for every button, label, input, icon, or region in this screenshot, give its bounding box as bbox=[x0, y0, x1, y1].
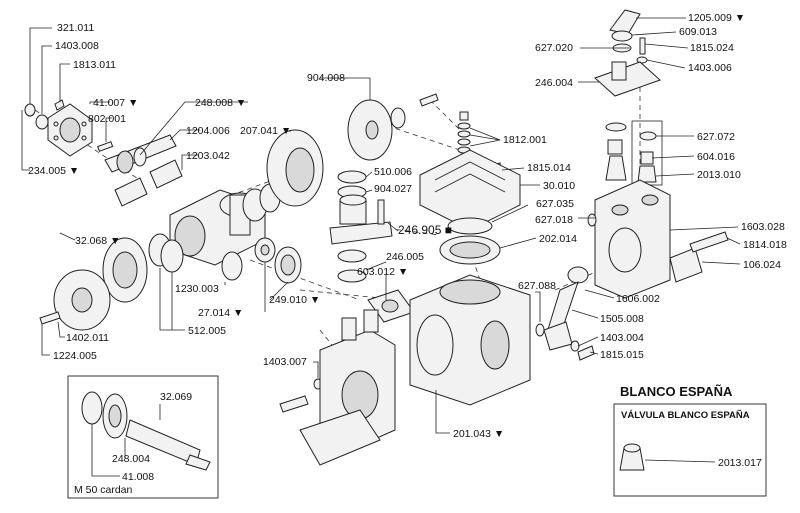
head-parts bbox=[409, 111, 531, 406]
label-248-004: 248.004 bbox=[112, 453, 150, 465]
label-1205-009: 1205.009 ▼ bbox=[688, 12, 745, 24]
label-627-072: 627.072 bbox=[697, 131, 735, 143]
label-1402-011: 1402.011 bbox=[66, 332, 109, 344]
label-904-027: 904.027 bbox=[374, 183, 412, 195]
oring-627-072 bbox=[639, 131, 657, 141]
label-627-018: 627.018 bbox=[535, 214, 573, 226]
label-41-007: 41.007 ▼ bbox=[93, 97, 138, 109]
label-1230-003: 1230.003 bbox=[175, 283, 219, 295]
label-627-088: 627.088 bbox=[518, 280, 556, 292]
label-1606-002: 1606.002 bbox=[616, 293, 660, 305]
label-2013-017: 2013.017 bbox=[718, 457, 762, 469]
valve-604-016 bbox=[640, 151, 654, 165]
label-30-010: 30.010 bbox=[543, 180, 575, 192]
label-207-041: 207.041 ▼ bbox=[240, 125, 291, 137]
key-802-001 bbox=[97, 141, 114, 152]
nut-1606-002 bbox=[567, 266, 589, 284]
label-201-043: 201.043 ▼ bbox=[453, 428, 504, 440]
washer-1403-008 bbox=[35, 114, 49, 130]
head-cover-30-010 bbox=[419, 149, 521, 231]
label-41-008: 41.008 bbox=[122, 471, 154, 483]
label-512-005: 512.005 bbox=[188, 325, 226, 337]
label-1204-006: 1204.006 bbox=[186, 125, 230, 137]
label-609-013: 609.013 bbox=[679, 26, 717, 38]
cap-321-011 bbox=[24, 103, 36, 117]
bushing-1203-042 bbox=[149, 159, 183, 189]
label-2013-010: 2013.010 bbox=[697, 169, 741, 181]
label-1224-005: 1224.005 bbox=[53, 350, 97, 362]
label-246-005: 246.005 bbox=[386, 251, 424, 263]
ring-512-005b bbox=[160, 239, 184, 273]
label-603-012: 603.012 ▼ bbox=[357, 266, 408, 278]
label-1403-007: 1403.007 bbox=[263, 356, 307, 368]
label-m50-cardan: M 50 cardan bbox=[74, 484, 133, 496]
part-labels: 321.011 1403.008 1813.011 41.007 ▼ 802.0… bbox=[28, 12, 787, 496]
label-27-014: 27.014 ▼ bbox=[198, 307, 243, 319]
label-1813-011: 1813.011 bbox=[73, 59, 116, 71]
label-248-008: 248.008 ▼ bbox=[195, 97, 246, 109]
inset-valvula bbox=[613, 403, 767, 497]
label-246-004: 246.004 bbox=[535, 77, 573, 89]
label-1814-018: 1814.018 bbox=[743, 239, 787, 251]
blanco-espana-heading: BLANCO ESPAÑA bbox=[620, 384, 733, 399]
label-1812-001: 1812.001 bbox=[503, 134, 547, 146]
leader-lines bbox=[21, 17, 741, 434]
label-1603-028: 1603.028 bbox=[741, 221, 785, 233]
bearing-1230-003 bbox=[221, 251, 243, 281]
label-202-014: 202.014 bbox=[539, 233, 577, 245]
label-32-068: 32.068 ▼ bbox=[75, 235, 120, 247]
label-627-020: 627.020 bbox=[535, 42, 573, 54]
valve-2013-010 bbox=[637, 165, 657, 183]
label-1505-008: 1505.008 bbox=[600, 313, 644, 325]
label-510-006: 510.006 bbox=[374, 166, 412, 178]
label-1815-014: 1815.014 bbox=[527, 162, 571, 174]
right-parts bbox=[535, 9, 729, 361]
label-249-010: 249.010 ▼ bbox=[269, 294, 320, 306]
label-32-069: 32.069 bbox=[160, 391, 192, 403]
label-627-035: 627.035 bbox=[536, 198, 574, 210]
elbow-1205-009 bbox=[609, 9, 641, 35]
valvula-blanco-espana-heading: VÁLVULA BLANCO ESPAÑA bbox=[621, 410, 750, 421]
label-1403-008: 1403.008 bbox=[55, 40, 99, 52]
label-1403-006: 1403.006 bbox=[688, 62, 732, 74]
label-246-905: 246.905 ■ bbox=[398, 223, 452, 237]
label-802-001: 802.001 bbox=[88, 113, 126, 125]
label-234-005: 234.005 ▼ bbox=[28, 165, 79, 177]
label-904-008: 904.008 bbox=[307, 72, 345, 84]
outlet-106-024 bbox=[669, 247, 703, 283]
inset-cardan bbox=[67, 375, 219, 499]
ring-510-006 bbox=[337, 170, 367, 184]
bolt-1402-011 bbox=[39, 311, 61, 325]
label-1203-042: 1203.042 bbox=[186, 150, 230, 162]
label-321-011: 321.011 bbox=[57, 22, 94, 34]
center-top-parts bbox=[329, 93, 439, 323]
oring-627-035 bbox=[447, 217, 493, 235]
label-1815-024: 1815.024 bbox=[690, 42, 734, 54]
label-1815-015: 1815.015 bbox=[600, 349, 644, 361]
left-parts bbox=[24, 99, 324, 331]
label-1403-004: 1403.004 bbox=[600, 332, 644, 344]
label-106-024: 106.024 bbox=[743, 259, 781, 271]
valve-1812-001a bbox=[459, 111, 469, 121]
label-604-016: 604.016 bbox=[697, 151, 735, 163]
side-cover-parts bbox=[279, 309, 396, 466]
bracket-246-004 bbox=[594, 61, 661, 97]
